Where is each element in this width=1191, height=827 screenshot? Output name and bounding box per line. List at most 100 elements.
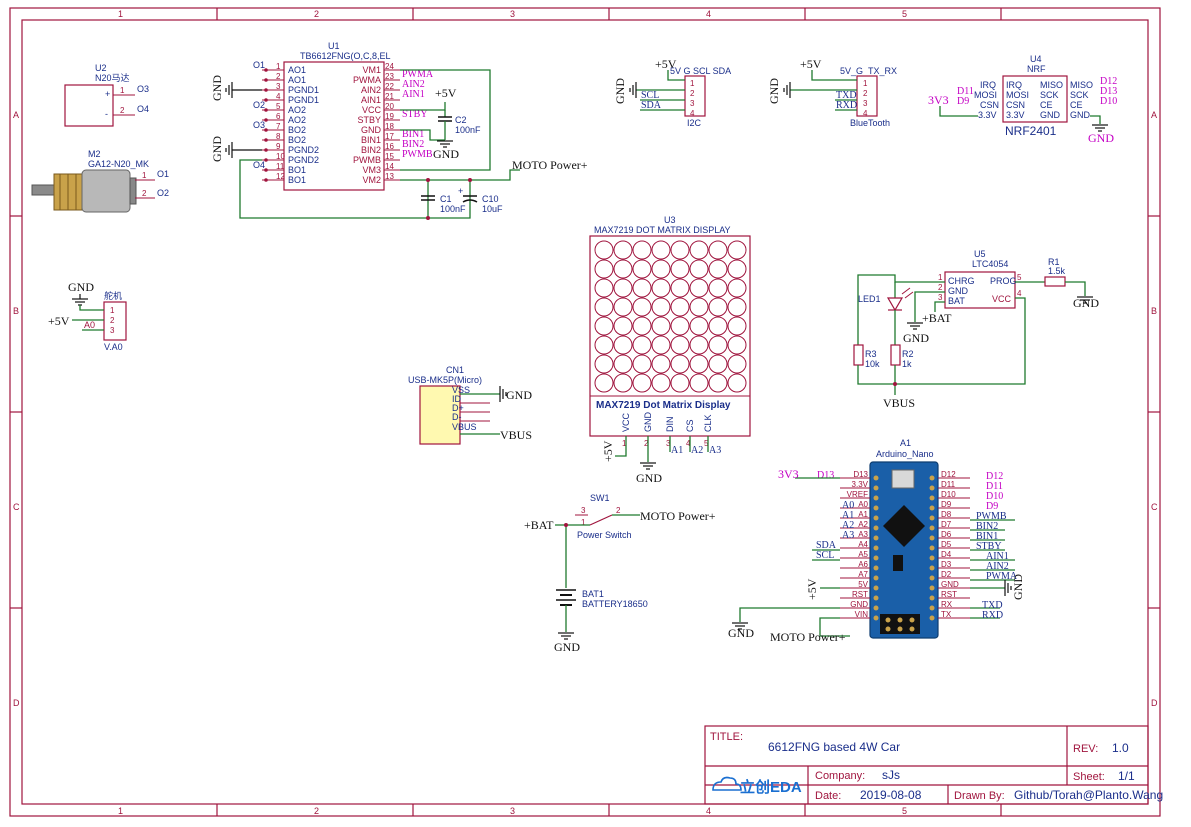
servo-ref: V.A0 bbox=[104, 342, 123, 352]
c1-ref: C1 bbox=[440, 194, 452, 204]
title-block: TITLE: 6612FNG based 4W Car REV: 1.0 立创E… bbox=[704, 725, 1163, 805]
a1-pin-label: D4 bbox=[941, 550, 952, 559]
u1-net-o4: O4 bbox=[253, 160, 265, 170]
a1-pin-label: A3 bbox=[858, 530, 868, 539]
a1-net-a1: A1 bbox=[842, 510, 854, 521]
moto-power-net: MOTO Power+ bbox=[512, 158, 588, 172]
a1-pin-label: A0 bbox=[858, 500, 868, 509]
a1-pin-label: VREF bbox=[847, 490, 868, 499]
bt-ref: BlueTooth bbox=[850, 118, 890, 128]
u4-pin: IRQ bbox=[1006, 80, 1022, 90]
u1-value: TB6612FNG(O,C,8,EL bbox=[300, 51, 391, 61]
u5-value: LTC4054 bbox=[972, 259, 1008, 269]
bluetooth-header[interactable]: 5V_G_TX_RX 1 2 3 4 BlueTooth +5V GND TXD… bbox=[767, 57, 897, 128]
u4-pin: 3.3V bbox=[1006, 110, 1025, 120]
servo-net-5v: +5V bbox=[48, 314, 70, 328]
bt-body bbox=[856, 75, 878, 117]
a1-pin-label: A7 bbox=[858, 570, 868, 579]
u3-max7219-display[interactable]: U3 MAX7219 DOT MATRIX DISPLAY MAX7219 Do… bbox=[589, 215, 751, 485]
sw1-pin3: 3 bbox=[581, 506, 586, 515]
u3-net-a3: A3 bbox=[709, 445, 721, 456]
r2-ref: R2 bbox=[902, 349, 914, 359]
a1-pin-label: D7 bbox=[941, 520, 952, 529]
a1-net-txd: TXD bbox=[982, 600, 1003, 611]
u1-pin-name: BO1 bbox=[288, 165, 306, 175]
sw1-power-switch[interactable]: SW1 3 1 2 +BAT MOTO Power+ Power Switch bbox=[524, 493, 716, 588]
a1-pin-label: D10 bbox=[941, 490, 956, 499]
u1-pin-num: 21 bbox=[385, 92, 394, 101]
cn1-micro-usb[interactable]: CN1 USB-MK5P(Micro) VSS ID D+ D- VBUS GN… bbox=[408, 365, 532, 445]
a1-pin-label: D8 bbox=[941, 510, 952, 519]
cn1-pin: VSS bbox=[452, 385, 470, 395]
u4-value: NRF bbox=[1027, 64, 1046, 74]
i2c-ref: I2C bbox=[687, 118, 702, 128]
u1-pin-num: 23 bbox=[385, 72, 394, 81]
m2-value: GA12-N20_MK bbox=[88, 159, 149, 169]
u4-nrf2401[interactable]: U4 NRF IRQ MOSI CSN 3.3V MISO SCK CE GND… bbox=[928, 54, 1117, 145]
u1-pin-name: PGND1 bbox=[288, 85, 319, 95]
r1-net-gnd: GND bbox=[1073, 296, 1099, 310]
r2-value: 1k bbox=[902, 359, 912, 369]
u1-pin-name: BO2 bbox=[288, 125, 306, 135]
u1-pin-name: AO2 bbox=[288, 105, 306, 115]
i2c-net-scl: SCL bbox=[641, 90, 659, 101]
a1-net-d12: D12 bbox=[986, 471, 1003, 482]
u1-pin-name: AO1 bbox=[288, 75, 306, 85]
i2c-header[interactable]: 5V G SCL SDA 1 2 3 4 I2C +5V GND SCL SDA bbox=[613, 57, 731, 128]
u1-net-stby: STBY bbox=[402, 109, 428, 120]
easyeda-logo: 立创EDA bbox=[740, 778, 802, 796]
u1-net-pwmb: PWMB bbox=[402, 149, 433, 160]
servo-pin3: 3 bbox=[110, 326, 115, 335]
col-label: 1 bbox=[118, 806, 123, 816]
u1-net-bin2: BIN2 bbox=[402, 139, 424, 150]
u3-pin-name: GND bbox=[643, 412, 653, 433]
u5-net-vbus: VBUS bbox=[883, 396, 915, 410]
u1-pin-name: BIN1 bbox=[361, 135, 381, 145]
led1-ref: LED1 bbox=[858, 294, 881, 304]
grid-ticks bbox=[10, 8, 1160, 816]
a1-net-moto: MOTO Power+ bbox=[770, 630, 846, 644]
u1-pin-num: 14 bbox=[385, 162, 394, 171]
u5-net-bat: +BAT bbox=[922, 311, 952, 325]
u1-pin-num: 12 bbox=[276, 172, 285, 181]
i2c-pin: 1 bbox=[690, 79, 695, 88]
bt-net-5v: +5V bbox=[800, 57, 822, 71]
u5-pin-num: 2 bbox=[938, 283, 943, 292]
a1-net-5v: +5V bbox=[805, 578, 819, 600]
a1-arduino-nano[interactable]: A1 Arduino_Nano D133.3VVREFA0A1A2A3A4A5A… bbox=[728, 438, 1025, 644]
u4-ext-label: MOSI bbox=[974, 90, 997, 100]
sw1-pin2: 2 bbox=[616, 506, 621, 515]
u4-ext-label: SCK bbox=[1070, 90, 1089, 100]
u1-pin-name: VM2 bbox=[362, 175, 381, 185]
u4-ext-label: 3.3V bbox=[978, 110, 997, 120]
cn1-pin: D- bbox=[452, 412, 462, 422]
a1-pin-label: 5V bbox=[858, 580, 868, 589]
u1-pin-name: PWMA bbox=[353, 75, 381, 85]
servo-connector[interactable]: GND 舵机 1 2 3 +5V A0 V.A0 bbox=[48, 280, 127, 352]
u2-motor-connector[interactable]: U2 N20马达 + - 1 2 O3 O4 bbox=[64, 63, 149, 127]
a1-net-a3: A3 bbox=[842, 530, 854, 541]
u1-vcc-5v: +5V bbox=[435, 86, 457, 100]
u4-net-d10: D10 bbox=[1100, 96, 1117, 107]
servo-net-a0: A0 bbox=[84, 320, 95, 330]
u1-pin-num: 4 bbox=[276, 92, 281, 101]
bat1-battery[interactable]: BAT1 BATTERY18650 GND bbox=[554, 589, 648, 654]
u1-pin-name: BO1 bbox=[288, 175, 306, 185]
m2-net-o2: O2 bbox=[157, 188, 169, 198]
u2-minus: - bbox=[105, 109, 108, 119]
u1-pin-num: 2 bbox=[276, 72, 281, 81]
u4-ext-label: CE bbox=[1070, 100, 1083, 110]
r1-ref: R1 bbox=[1048, 257, 1060, 267]
a1-value: Arduino_Nano bbox=[876, 449, 934, 459]
u5-pin-vcc: VCC bbox=[992, 294, 1012, 304]
u3-label: MAX7219 Dot Matrix Display bbox=[596, 400, 731, 411]
a1-pin-label: A6 bbox=[858, 560, 868, 569]
col-label: 1 bbox=[118, 9, 123, 19]
m2-gear-motor[interactable]: M2 GA12-N20_MK 1 2 O1 O2 bbox=[31, 149, 169, 213]
a1-net-d13: D13 bbox=[817, 470, 834, 481]
a1-pin-label: GND bbox=[850, 600, 868, 609]
sheet-value: 1/1 bbox=[1118, 769, 1135, 783]
u5-ltc4054-charger[interactable]: U5 LTC4054 CHRG PROG GND BAT VCC 1 2 3 5… bbox=[853, 249, 1099, 410]
